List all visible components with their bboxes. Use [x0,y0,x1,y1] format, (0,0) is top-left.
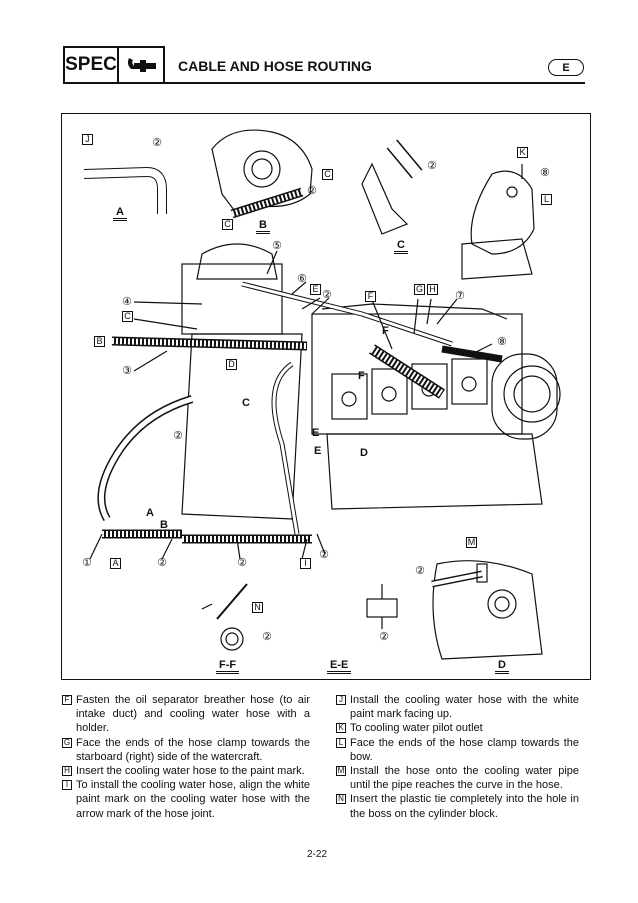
callout-7: ⑦ [455,290,465,302]
arrow-label-c: C [242,397,250,409]
note-key: G [62,737,72,748]
note-f: F Fasten the oil separator breather hose… [62,693,310,736]
arrow-label-e1: E [312,427,320,439]
label-h: H [427,284,438,295]
note-j: J Install the cooling water hose with th… [336,693,579,721]
callout-2-g: ② [237,557,247,569]
spec-label: SPEC [63,46,119,84]
note-key: I [62,780,72,791]
note-g: G Face the ends of the hose clamp toward… [62,736,310,764]
label-c-mid: C [222,219,233,230]
label-i: I [300,558,311,569]
note-key: K [336,723,346,734]
note-key: J [336,695,346,705]
arrow-label-f: F [382,325,389,337]
callout-2-b: ② [307,185,317,197]
note-key: H [62,766,72,777]
note-h: H Insert the cooling water hose to the p… [62,764,310,778]
callout-2-h: ② [319,549,329,561]
label-k: K [517,147,528,158]
note-text: Install the hose onto the cooling water … [350,765,579,792]
callout-8-b: ⑧ [497,336,507,348]
callout-6: ⑥ [297,273,307,285]
callout-2-f: ② [157,557,167,569]
note-text: Insert the plastic tie completely into t… [350,793,579,820]
language-badge: E [548,59,584,76]
hose-routing-diagram: A B C F-F E-E D J K L C C C B D E F G H … [61,113,591,680]
label-d: D [226,359,237,370]
label-a: A [110,558,121,569]
wrench-icon [119,46,165,84]
callout-2-j: ② [262,631,272,643]
callout-1: ① [82,557,92,569]
note-key: M [336,766,346,777]
arrow-label-d: D [360,447,368,459]
note-i: I To install the cooling water hose, ali… [62,778,310,821]
note-m: M Install the hose onto the cooling wate… [336,764,579,792]
view-d-title: D [495,659,509,674]
callout-2-a: ② [152,137,162,149]
view-b-title: B [256,219,270,234]
view-c-title: C [394,239,408,254]
arrow-label-b: B [160,519,168,531]
label-l: L [541,194,552,205]
label-f: F [365,291,376,302]
arrow-label-a: A [146,507,154,519]
header-rule [165,82,585,84]
label-e: E [310,284,321,295]
callout-2-i: ② [415,565,425,577]
note-text: Fasten the oil separator breather hose (… [76,694,310,735]
arrow-label-e2: E [314,445,322,457]
arrow-label-f2: F [358,370,365,382]
note-text: Face the ends of the hose clamp towards … [76,736,310,763]
note-text: To cooling water pilot outlet [350,722,483,735]
note-k: K To cooling water pilot outlet [336,721,579,735]
callout-2-d: ② [322,289,332,301]
engine-illustration [83,129,561,660]
callout-3: ③ [122,365,132,377]
notes-left-column: F Fasten the oil separator breather hose… [62,693,310,821]
note-text: Face the ends of the hose clamp towards … [350,736,579,763]
label-g: G [414,284,425,295]
label-b-left: B [94,336,105,347]
callout-8-a: ⑧ [540,167,550,179]
page-title: CABLE AND HOSE ROUTING [178,58,372,74]
note-key: L [336,737,346,748]
note-l: L Face the ends of the hose clamp toward… [336,736,579,764]
view-ee-title: E-E [326,659,352,674]
label-j: J [82,134,93,145]
callout-4: ④ [122,296,132,308]
notes-right-column: J Install the cooling water hose with th… [336,693,579,821]
note-key: F [62,695,72,705]
callout-5: ⑤ [272,240,282,252]
note-n: N Insert the plastic tie completely into… [336,792,579,820]
label-n: N [252,602,263,613]
label-m: M [466,537,477,548]
view-ff-title: F-F [215,659,240,674]
note-key: N [336,794,346,805]
label-c-left: C [122,311,133,322]
callout-2-k: ② [379,631,389,643]
note-text: Insert the cooling water hose to the pai… [76,765,305,778]
note-text: To install the cooling water hose, align… [76,779,310,820]
callout-2-c: ② [427,160,437,172]
note-text: Install the cooling water hose with the … [350,694,579,721]
page-number: 2-22 [307,849,328,860]
label-c-top: C [322,169,333,180]
callout-2-e: ② [173,430,183,442]
view-a-title: A [113,206,127,221]
